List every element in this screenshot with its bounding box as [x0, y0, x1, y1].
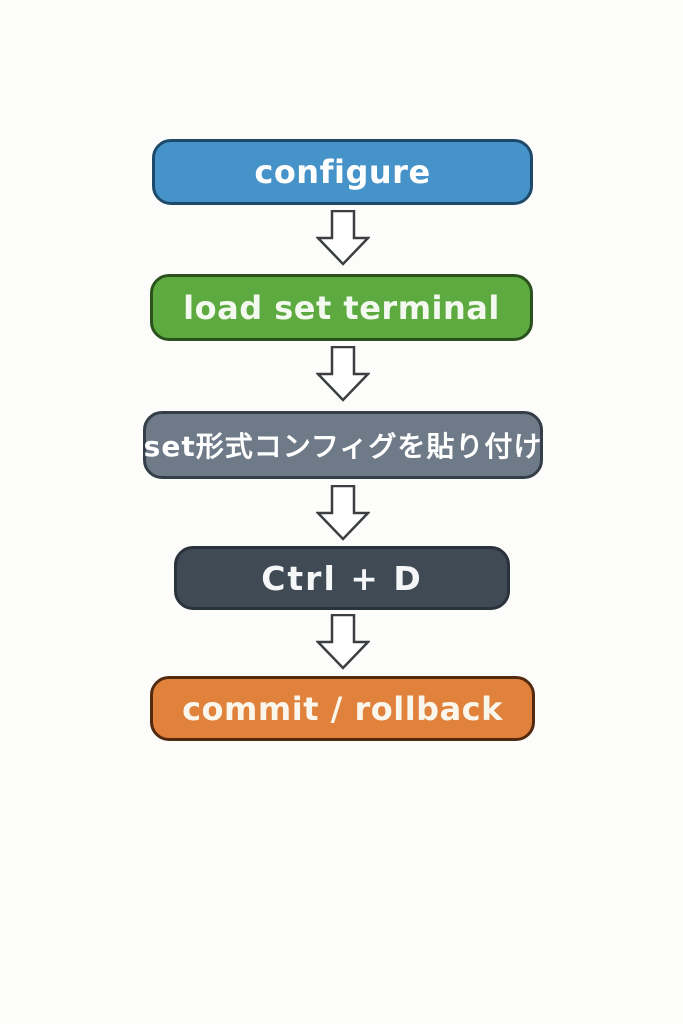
down-arrow-icon — [316, 346, 370, 402]
flow-node-load-set-terminal: load set terminal — [150, 274, 533, 341]
flow-node-label: configure — [254, 153, 431, 191]
flow-node-label: Ctrl + D — [261, 558, 423, 598]
flow-node-commit-rollback: commit / rollback — [150, 676, 535, 741]
flow-node-label: commit / rollback — [182, 689, 503, 728]
flow-node-label: load set terminal — [183, 288, 500, 327]
flow-node-label: set形式コンフィグを貼り付け — [143, 430, 543, 463]
flow-node-ctrl-d: Ctrl + D — [174, 546, 510, 610]
down-arrow-icon — [316, 210, 370, 266]
flow-node-paste-set-config: set形式コンフィグを貼り付け — [143, 411, 543, 479]
down-arrow-icon — [316, 485, 370, 541]
flow-node-configure: configure — [152, 139, 533, 205]
down-arrow-icon — [316, 614, 370, 670]
